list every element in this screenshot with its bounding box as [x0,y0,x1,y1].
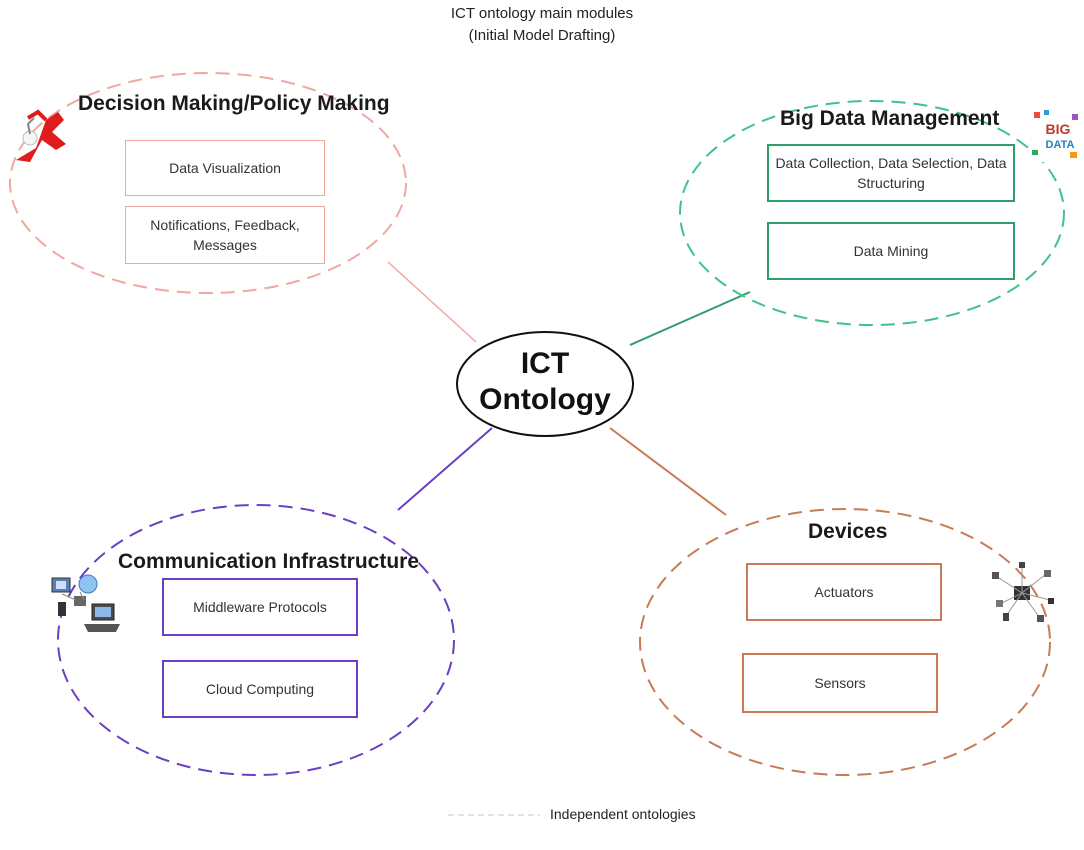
svg-text:DATA: DATA [1046,139,1075,151]
legend-label: Independent ontologies [550,806,696,822]
devices-box-1: Actuators [746,563,942,621]
decision-box-1: Data Visualization [125,140,325,196]
bigdata-ellipse [679,100,1065,326]
connector-communication [397,427,493,511]
bigdata-module-title: Big Data Management [780,107,1000,130]
center-label-line1: ICT [520,347,570,380]
decision-ellipse [9,72,407,294]
devices-box-2: Sensors [742,653,938,713]
connector-devices [609,427,727,516]
bigdata-box-2: Data Mining [767,222,1015,280]
running-person-icon [16,109,66,162]
center-label-line2: Ontology [479,383,611,416]
connector-decision [387,261,477,343]
device-cluster-icon [992,562,1054,622]
devices-module-title: Devices [808,520,888,543]
communication-box-2: Cloud Computing [162,660,358,718]
diagram-subtitle: (Initial Model Drafting) [468,27,616,44]
big-data-icon: BIG DATA [1030,108,1080,162]
communication-box-1: Middleware Protocols [162,578,358,636]
network-devices-icon [51,574,120,632]
center-ellipse [456,331,634,437]
center-node: ICT Ontology [475,346,615,418]
communication-ellipse [57,504,455,776]
decision-module-title: Decision Making/Policy Making [78,92,390,115]
bigdata-box-1: Data Collection, Data Selection, Data St… [767,144,1015,202]
communication-module-title: Communication Infrastructure [118,550,420,573]
decision-box-2: Notifications, Feedback, Messages [125,206,325,264]
svg-text:BIG: BIG [1046,121,1071,137]
connector-bigdata [629,291,751,346]
diagram-title: ICT ontology main modules [450,5,634,22]
devices-ellipse [639,508,1051,776]
